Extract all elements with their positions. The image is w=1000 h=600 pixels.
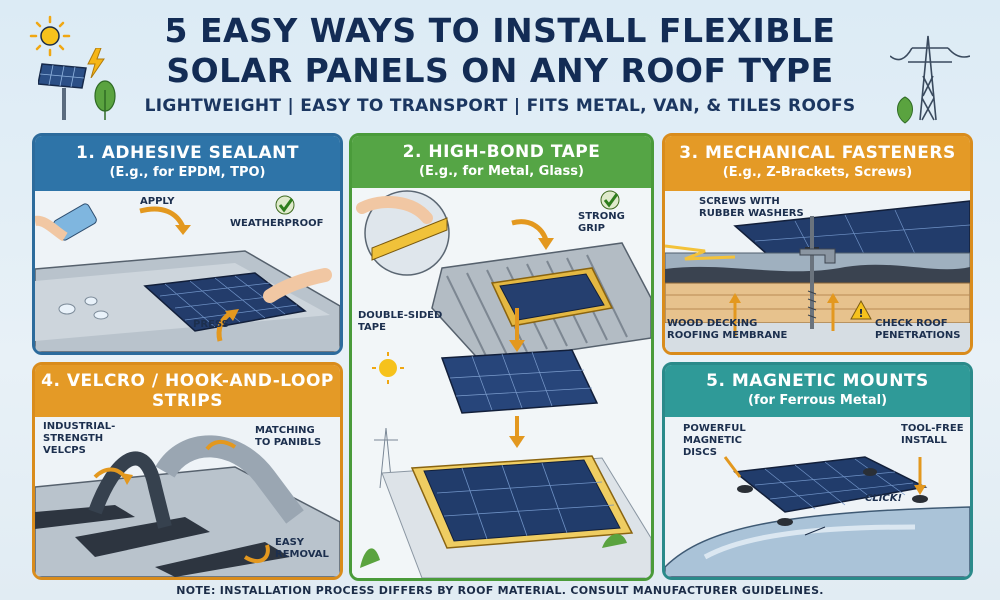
panel-title: 1. ADHESIVE SEALANT (76, 143, 299, 163)
sun-icon (372, 352, 404, 384)
footer-note: NOTE: INSTALLATION PROCESS DIFFERS BY RO… (176, 584, 824, 597)
tree-icon (94, 80, 116, 120)
page-title-line2: SOLAR PANELS ON ANY ROOF TYPE (166, 51, 834, 90)
panel-velcro: 4. VELCRO / HOOK-AND-LOOP STRIPS INDUSTR… (32, 362, 343, 580)
lightning-icon (87, 48, 105, 78)
fasteners-illustration: ! (665, 191, 970, 352)
tape-illustration (352, 188, 651, 578)
label-double-sided-tape: DOUBLE-SIDED TAPE (358, 310, 443, 333)
label-easy-removal: EASY REMOVAL (275, 537, 329, 560)
panel-header: 1. ADHESIVE SEALANT (E.g., for EPDM, TPO… (35, 136, 340, 191)
panel-subtitle: (E.g., Z-Brackets, Screws) (722, 165, 913, 180)
label-matching: MATCHING TO PANIBLS (255, 425, 322, 448)
label-tool-free: TOOL-FREE INSTALL (901, 423, 964, 446)
panel-title: 2. HIGH-BOND TAPE (402, 142, 601, 162)
magnetic-illustration (665, 417, 970, 577)
panel-subtitle: (for Ferrous Metal) (747, 393, 888, 408)
sun-icon (29, 15, 71, 57)
page-title-line1: 5 EASY WAYS TO INSTALL FLEXIBLE (164, 11, 836, 50)
panel-header: 3. MECHANICAL FASTENERS (E.g., Z-Bracket… (665, 136, 970, 191)
panel-subtitle: (E.g., for Metal, Glass) (419, 164, 584, 179)
panel-header: 5. MAGNETIC MOUNTS (for Ferrous Metal) (665, 365, 970, 417)
velcro-illustration (35, 417, 340, 577)
panel-mechanical-fasteners: 3. MECHANICAL FASTENERS (E.g., Z-Bracket… (662, 133, 973, 355)
panel-title: 3. MECHANICAL FASTENERS (679, 143, 956, 163)
panel-title: 4. VELCRO / HOOK-AND-LOOP (41, 371, 334, 391)
panel-magnetic-mounts: 5. MAGNETIC MOUNTS (for Ferrous Metal) P… (662, 362, 973, 580)
checkmark-icon (600, 190, 620, 210)
label-click: CLICK! (865, 493, 903, 504)
label-weatherproof: WEATHERPROOF (230, 218, 324, 229)
panel-adhesive-sealant: 1. ADHESIVE SEALANT (E.g., for EPDM, TPO… (32, 133, 343, 355)
panel-subtitle: STRIPS (152, 391, 223, 411)
page-subtitle: LIGHTWEIGHT | EASY TO TRANSPORT | FITS M… (144, 96, 856, 116)
label-decking: WOOD DECKING ROOFING MEMBRANE (667, 318, 788, 341)
panel-subtitle: (E.g., for EPDM, TPO) (109, 165, 266, 180)
panel-high-bond-tape: 2. HIGH-BOND TAPE (E.g., for Metal, Glas… (349, 133, 654, 581)
label-industrial: INDUSTRIAL- STRENGTH VELCPS (43, 421, 116, 456)
adhesive-illustration (35, 191, 340, 352)
checkmark-icon (275, 195, 295, 215)
power-tower-icon (890, 35, 970, 121)
panel-header: 4. VELCRO / HOOK-AND-LOOP STRIPS (35, 365, 340, 417)
svg-text:!: ! (858, 307, 863, 320)
warning-icon: ! (850, 299, 872, 320)
tree-icon (897, 96, 913, 124)
label-check: CHECK ROOF PENETRATIONS (875, 318, 961, 341)
label-apply: APPLY (140, 196, 175, 207)
label-screws: SCREWS WITH RUBBER WASHERS (699, 196, 804, 219)
label-powerful-magnetic: POWERFUL MAGNETIC DISCS (683, 423, 746, 458)
header: 5 EASY WAYS TO INSTALL FLEXIBLE SOLAR PA… (0, 0, 1000, 126)
label-press: PRESS (193, 319, 229, 330)
solar-pole-icon (38, 63, 87, 120)
panel-title: 5. MAGNETIC MOUNTS (706, 371, 929, 391)
panel-header: 2. HIGH-BOND TAPE (E.g., for Metal, Glas… (352, 136, 651, 188)
label-strong-grip: STRONG GRIP (578, 211, 625, 234)
